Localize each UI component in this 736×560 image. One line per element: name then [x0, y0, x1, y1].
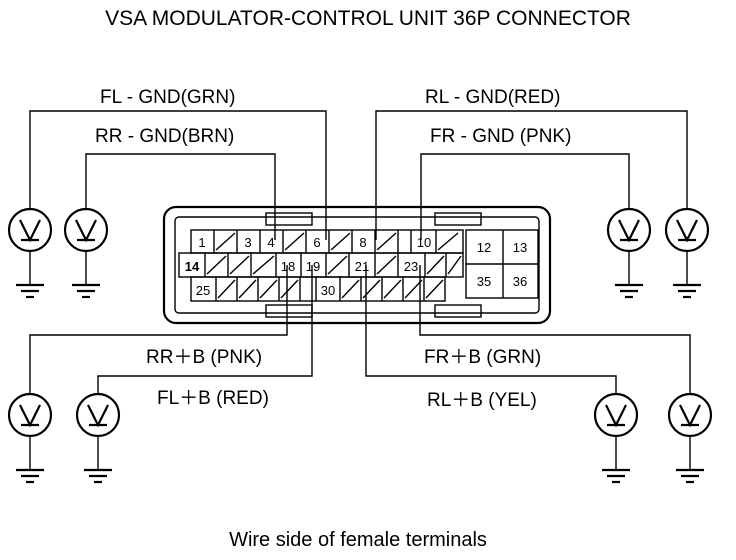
connector-lock-tab-top-right	[434, 212, 482, 226]
connector-36p: 1 3 4 6 8 10 14 18 19 21 23 25 30 12 13 …	[162, 205, 552, 325]
pin-8-label: 8	[359, 235, 366, 250]
voltmeter-icon	[667, 392, 713, 484]
wire-rl-gnd	[375, 110, 688, 240]
pin-6-label: 6	[313, 235, 320, 250]
voltmeter-icon	[593, 392, 639, 484]
pin-21-label: 21	[355, 259, 369, 274]
wire-rr-gnd	[85, 153, 276, 240]
label-fl-b: FL＋B (RED)	[157, 388, 269, 409]
pin-23-label: 23	[404, 259, 418, 274]
connector-inner-shell	[174, 216, 540, 314]
label-rl-gnd: RL - GND(RED)	[425, 87, 560, 108]
voltmeter-icon	[75, 392, 121, 484]
wire-rl-b	[365, 265, 617, 393]
pin-35-label: 35	[477, 274, 491, 289]
wire-fl-b	[97, 265, 313, 393]
connector-pin-block-left	[178, 229, 464, 302]
pin-1-label: 1	[198, 235, 205, 250]
connector-lock-tab-top-left	[265, 212, 313, 226]
pin-4-label: 4	[267, 235, 274, 250]
label-fr-b: FR＋B (GRN)	[424, 347, 541, 368]
voltmeters	[7, 207, 713, 484]
diagram-title: VSA MODULATOR-CONTROL UNIT 36P CONNECTOR	[105, 7, 631, 30]
connector-lock-tab-bottom-left	[265, 304, 313, 318]
voltmeter-icon	[664, 207, 710, 299]
connector-pin-block-right	[465, 229, 539, 299]
pin-30-label: 30	[321, 283, 335, 298]
wire-rr-b	[29, 265, 288, 393]
voltmeter-icon	[606, 207, 652, 299]
voltmeter-icon	[7, 392, 53, 484]
connector-outer-shell	[162, 205, 552, 325]
wire-fl-gnd	[29, 110, 327, 240]
pin-18-label: 18	[281, 259, 295, 274]
label-rr-gnd: RR - GND(BRN)	[95, 126, 234, 147]
pin-19-label: 19	[306, 259, 320, 274]
connector-empty-cavities	[206, 232, 462, 299]
label-fr-gnd: FR - GND (PNK)	[430, 126, 571, 147]
voltmeter-icon	[7, 207, 53, 299]
pin-3-label: 3	[244, 235, 251, 250]
label-rl-b: RL＋B (YEL)	[427, 390, 537, 411]
voltmeter-icon	[63, 207, 109, 299]
pin-14-label: 14	[185, 259, 200, 274]
connector-lock-tab-bottom-right	[434, 304, 482, 318]
pin-10-label: 10	[417, 235, 431, 250]
label-rr-b: RR＋B (PNK)	[146, 347, 262, 368]
wire-fr-gnd	[420, 153, 630, 240]
pin-12-label: 12	[477, 240, 491, 255]
probe-wires	[29, 110, 691, 393]
pin-25-label: 25	[196, 283, 210, 298]
pin-36-label: 36	[513, 274, 527, 289]
wire-fr-b	[419, 265, 691, 393]
label-fl-gnd: FL - GND(GRN)	[100, 87, 235, 108]
pin-13-label: 13	[513, 240, 527, 255]
diagram-caption: Wire side of female terminals	[229, 529, 487, 551]
